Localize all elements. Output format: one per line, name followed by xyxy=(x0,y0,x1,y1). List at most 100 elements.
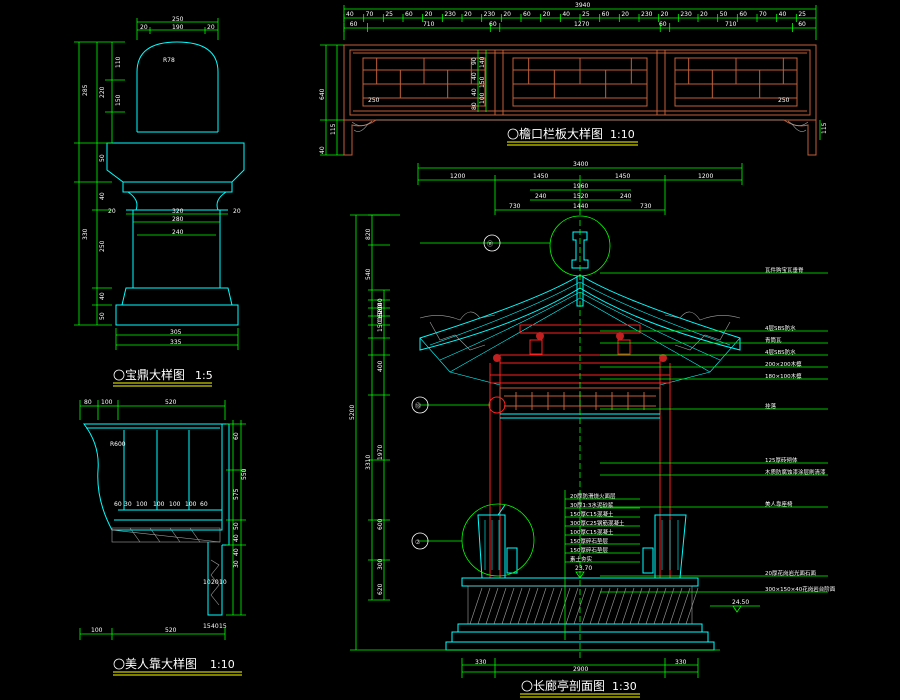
meirenkao-drawing: 80 100 520 R600 R600 60 30 100 100 100 1… xyxy=(79,399,248,676)
meirenkao-dim-inner-6: 100 xyxy=(185,501,197,508)
clt-center-note-1: 30厚1:3水泥砂浆 xyxy=(570,501,614,509)
yankou-dim-top-21: 70 xyxy=(759,11,767,18)
clt-dim-top-11: 730 xyxy=(640,203,652,210)
clt-callout-5: 180×100木檩 xyxy=(765,372,802,380)
clt-dim-top-4: 1200 xyxy=(698,173,713,180)
baoding-dim-left-9: 50 xyxy=(99,312,106,320)
yankou-dim-side-1: 250 xyxy=(778,97,790,104)
yankou-dim-top-8: 20 xyxy=(503,11,511,18)
yankou-dim-top-5: 230 xyxy=(444,11,456,18)
meirenkao-dim-right-2: 575 xyxy=(233,488,240,500)
clt-dim-left-5: 160 xyxy=(377,310,384,322)
yankou-dim-side-0: 250 xyxy=(368,97,380,104)
meirenkao-dim-right-1: 550 xyxy=(241,468,248,480)
baoding-dim-mid-1: 280 xyxy=(172,216,184,223)
yankou-dim-inner-0: 90 xyxy=(471,57,478,65)
baoding-dim-radius: R78 xyxy=(163,57,175,64)
yankou-dim-top-14: 20 xyxy=(621,11,629,18)
meirenkao-dim-inner-7: 60 xyxy=(200,501,208,508)
yankou-dim-top-0: 40 xyxy=(346,11,354,18)
clt-callout-3: 4层SBS防水 xyxy=(765,348,796,356)
yankou-dim-top-23: 25 xyxy=(798,11,806,18)
clt-dim-left-12: 5200 xyxy=(349,405,356,420)
yankou-left-bracket xyxy=(343,119,377,156)
yankou-dim-inner-1: 140 xyxy=(479,56,486,68)
yankou-dim-top-1: 70 xyxy=(366,11,374,18)
clt-dim-bottom-0: 330 xyxy=(475,659,487,666)
clt-callout-6: 挂落 xyxy=(765,402,777,410)
yankou-dim-top-7: 230 xyxy=(484,11,496,18)
clt-center-note-2: 150厚C15混凝土 xyxy=(570,510,614,518)
yankou-dim-row2-3: 1270 xyxy=(574,21,589,28)
meirenkao-dim-right-0: 60 xyxy=(233,432,240,440)
clt-dim-left-7: 400 xyxy=(377,360,384,372)
clt-dim-top-0: 3400 xyxy=(573,161,588,168)
yankou-dim-row2-6: 60 xyxy=(798,21,806,28)
yankou-dim-row2-2: 60 xyxy=(489,21,497,28)
baoding-dim-left-2: 220 xyxy=(99,86,106,98)
yankou-dim-inner-6: 80 xyxy=(471,102,478,110)
clt-marker-1-text: ⑬ xyxy=(415,402,421,410)
clt-dim-top-10: 1440 xyxy=(573,203,588,210)
yankou-dim-overall: 3940 xyxy=(575,2,590,9)
baoding-dim-mid-2: 240 xyxy=(172,229,184,236)
yankou-dim-top-2: 25 xyxy=(385,11,393,18)
clt-dim-top-6: 1520 xyxy=(573,193,588,200)
yankou-dim-top-15: 230 xyxy=(641,11,653,18)
baoding-dim-small-0: 20 xyxy=(108,208,116,215)
clt-callout-9: 美人靠座椅 xyxy=(765,500,793,508)
clt-callout-1: 4层SBS防水 xyxy=(765,324,796,332)
baoding-dim-mid-0: 320 xyxy=(172,208,184,215)
yankou-dim-top-20: 60 xyxy=(739,11,747,18)
yankou-dim-top-22: 40 xyxy=(779,11,787,18)
meirenkao-dim-top-0: 80 xyxy=(84,399,92,406)
baoding-dim-top-3: 20 xyxy=(207,24,215,31)
yankou-dim-inner-2: 40 xyxy=(471,72,478,80)
yankou-dim-left-1: 115 xyxy=(330,123,337,135)
changlangting-drawing: 3400 1200 1450 1450 1200 1960 1520 240 2… xyxy=(349,161,836,698)
yankou-scale: 1:10 xyxy=(610,128,635,141)
meirenkao-dim-right-5: 40 xyxy=(233,548,240,556)
meirenkao-dim-small-1: 20 xyxy=(211,579,219,586)
clt-dim-left-11: 620 xyxy=(377,583,384,595)
clt-marker-0-text: ⑪ xyxy=(487,240,493,248)
yankou-dim-top-4: 20 xyxy=(425,11,433,18)
baoding-dim-left-7: 250 xyxy=(99,240,106,252)
clt-dim-top-5: 1960 xyxy=(573,183,588,190)
clt-finial xyxy=(571,231,589,269)
clt-detail-circle-bench xyxy=(461,503,535,577)
meirenkao-dim-inner-0: R600 xyxy=(110,441,126,448)
meirenkao-dim-inner-2: 30 xyxy=(124,501,132,508)
baoding-dim-bottom-0: 305 xyxy=(170,329,182,336)
yankou-dim-top-13: 60 xyxy=(602,11,610,18)
yankou-number-circle xyxy=(507,128,519,140)
clt-dim-left-13: 3310 xyxy=(365,455,372,470)
clt-dim-left-2: 1580 xyxy=(377,305,384,320)
yankou-dim-top-11: 40 xyxy=(562,11,570,18)
clt-dim-top-9: 730 xyxy=(509,203,521,210)
clt-dim-left-0: 820 xyxy=(365,228,372,240)
clt-scale: 1:30 xyxy=(612,680,637,693)
baoding-dim-left-8: 40 xyxy=(99,292,106,300)
baoding-dim-left-6: 330 xyxy=(82,228,89,240)
meirenkao-dim-inner-4: 100 xyxy=(153,501,165,508)
clt-elevation-b: 24.50 xyxy=(732,599,749,606)
meirenkao-dim-bottom-1: 520 xyxy=(165,627,177,634)
yankou-dim-top-18: 20 xyxy=(700,11,708,18)
yankou-dim-inner-5: 100 xyxy=(479,92,486,104)
baoding-title: 宝鼎大样图 xyxy=(125,367,185,382)
clt-elevation-a: 23.70 xyxy=(575,565,592,572)
clt-dim-left-1: 540 xyxy=(365,268,372,280)
clt-number-circle xyxy=(521,680,533,692)
yankou-dim-top-3: 60 xyxy=(405,11,413,18)
baoding-number-circle xyxy=(113,369,125,381)
clt-callout-11: 300×150×40花岗岩台阶面 xyxy=(765,585,836,593)
baoding-dim-top-1: 20 xyxy=(140,24,148,31)
clt-roof-ornaments xyxy=(419,311,741,321)
meirenkao-dim-small-0: 10 xyxy=(203,579,211,586)
meirenkao-dim-top-1: 100 xyxy=(101,399,113,406)
clt-dim-left-3: 40 xyxy=(377,298,384,306)
meirenkao-dim-top-2: 520 xyxy=(165,399,177,406)
